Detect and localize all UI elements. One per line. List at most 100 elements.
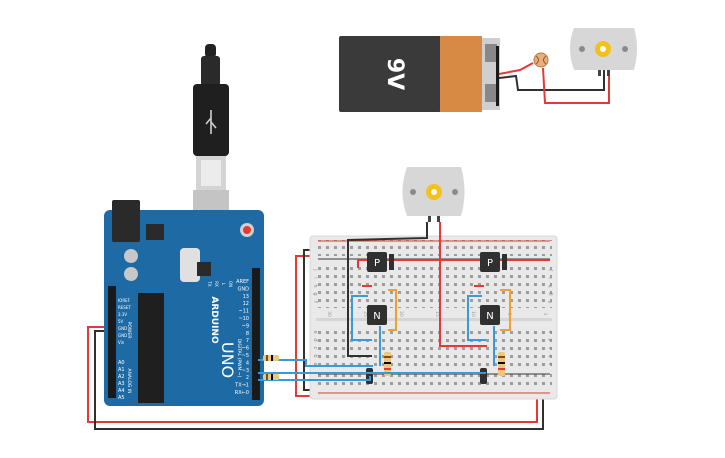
transistor-label: P: [374, 258, 380, 269]
pin-label: Vin: [118, 340, 125, 345]
transistor-label: P: [487, 258, 493, 269]
led-label: ON: [228, 281, 233, 287]
breadboard[interactable]: [309, 235, 558, 400]
pin-label: A1: [118, 367, 125, 373]
capacitor-1: [124, 249, 138, 263]
pin-label: ~6: [242, 346, 249, 352]
power-header-label: POWER: [126, 322, 132, 339]
resistor-inline-2[interactable]: [263, 374, 279, 380]
pin-label: 5V: [118, 319, 124, 324]
capacitor-2: [124, 267, 138, 281]
wire-motor-right[interactable]: [439, 222, 487, 347]
battery-clip: [496, 46, 499, 106]
row-letter: i: [312, 277, 318, 278]
row-letter: f: [548, 301, 554, 303]
wires-signal[interactable]: [258, 359, 486, 381]
pin-label: 8: [246, 331, 249, 337]
led-label: TX: [207, 280, 212, 286]
row-letter: a: [548, 362, 554, 365]
column-number: 1: [542, 313, 548, 316]
dc-motor-middle[interactable]: [402, 167, 465, 222]
usb-cable[interactable]: [193, 44, 229, 234]
pin-label: RESET: [118, 305, 131, 310]
atmega-chip: [138, 293, 164, 403]
row-letter: d: [312, 338, 318, 341]
row-letter: j: [548, 269, 554, 271]
pin-label: AREF: [236, 279, 249, 285]
pin-label: A0: [118, 360, 125, 366]
wire-rail-red-left[interactable]: [295, 255, 318, 397]
wire-motor-left[interactable]: [347, 222, 428, 357]
wire-gnd[interactable]: [94, 330, 544, 430]
wire-5v[interactable]: [87, 326, 538, 423]
pin-label: A5: [118, 395, 125, 401]
column-number: 20: [398, 311, 404, 317]
pin-label: 4: [246, 360, 249, 366]
wire-photoresistor-motor[interactable]: [542, 67, 610, 104]
wire-battery-positive[interactable]: [498, 62, 534, 75]
pin-label: 2: [246, 375, 249, 381]
usb-icon: [205, 110, 217, 134]
led-label: L: [221, 283, 226, 286]
transistor-n-right[interactable]: N: [480, 305, 500, 325]
digital-header-label: DIGITAL (PWM ~): [236, 339, 242, 378]
arduino-uno[interactable]: ARDUINO UNO DIGITAL (PWM ~) POWER ANALOG…: [104, 200, 264, 406]
battery-label: 9V: [382, 58, 407, 90]
row-letter: f: [312, 301, 318, 303]
row-letter: c: [312, 347, 318, 350]
row-letter: e: [312, 330, 318, 333]
led-label: RX: [214, 281, 219, 287]
pin-label: TX→1: [234, 383, 249, 389]
wires-blue[interactable]: [351, 295, 495, 366]
pin-label: GND: [118, 326, 127, 331]
column-number: 30: [326, 311, 332, 317]
wire-battery-negative[interactable]: [498, 70, 605, 91]
battery-9v[interactable]: 9V: [339, 36, 500, 112]
pin-label: ~9: [242, 323, 249, 329]
diode-right[interactable]: [502, 254, 507, 270]
row-letter: i: [548, 277, 554, 278]
pin-label: ~11: [238, 309, 249, 315]
row-letter: h: [312, 284, 318, 287]
row-letter: c: [548, 346, 554, 349]
pin-label: A3: [118, 381, 125, 387]
breadboard-row-letters-bottom: e e d d c c b b a a: [312, 330, 554, 365]
arduino-model-label: UNO: [218, 342, 237, 378]
pin-label: 7: [246, 338, 249, 344]
header-right: [252, 268, 260, 400]
row-letter: g: [548, 292, 554, 295]
photoresistor[interactable]: [533, 52, 549, 68]
arduino-brand-label: ARDUINO: [209, 296, 219, 344]
row-letter: b: [548, 354, 554, 357]
row-letter: h: [548, 284, 554, 287]
crystal: [180, 248, 200, 282]
row-letter: b: [312, 354, 318, 357]
pin-label: 12: [243, 301, 249, 307]
row-letter: a: [312, 362, 318, 365]
transistor-p-right[interactable]: P: [480, 252, 500, 272]
header-left: [108, 286, 116, 398]
dc-motor-top[interactable]: [570, 28, 637, 76]
transistor-n-left[interactable]: N: [367, 305, 387, 325]
resistor-inline-1[interactable]: [263, 355, 279, 361]
transistor-p-left[interactable]: P: [367, 252, 387, 272]
transistor-label: N: [373, 311, 380, 322]
row-letter: j: [312, 268, 318, 270]
pin-label: A2: [118, 374, 125, 380]
row-letter: e: [548, 330, 554, 333]
row-letter: d: [548, 338, 554, 341]
column-number: 10: [470, 311, 476, 317]
diode-left[interactable]: [389, 254, 394, 270]
pin-label: A4: [118, 388, 125, 394]
pin-label: 3.3V: [118, 312, 127, 317]
pin-label: 13: [243, 294, 249, 300]
wires-orange[interactable]: [388, 289, 511, 331]
pin-label: RX←0: [235, 390, 249, 396]
